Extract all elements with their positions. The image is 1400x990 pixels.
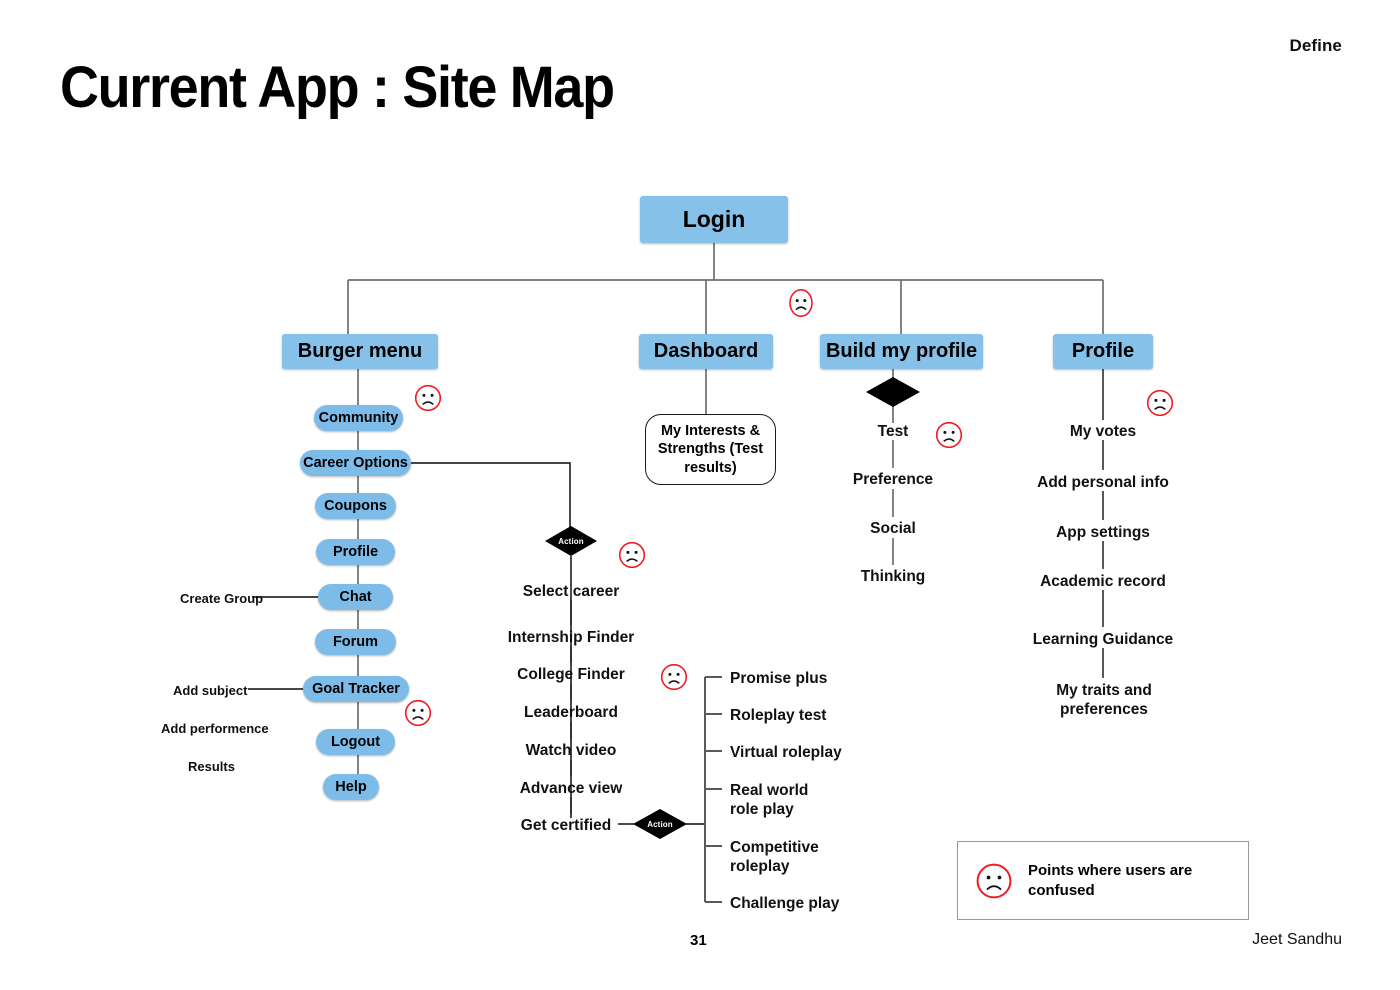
sad-face-icon xyxy=(1145,388,1175,418)
node-login[interactable]: Login xyxy=(640,196,788,243)
sad-face-icon xyxy=(786,288,816,318)
node-dashboard[interactable]: Dashboard xyxy=(639,334,773,369)
label-advance-view: Advance view xyxy=(519,780,623,797)
label-add-personal-info: Add personal info xyxy=(1037,474,1169,491)
label-promise-plus: Promise plus xyxy=(730,670,828,687)
page-title: Current App : Site Map xyxy=(60,55,615,120)
side-label-add-subject: Add subject xyxy=(173,683,248,698)
action-diamond-build-profile[interactable]: Action xyxy=(866,377,920,407)
section-label: Define xyxy=(1289,36,1342,55)
sad-face-icon xyxy=(617,540,647,570)
callout-my-interests-strengths: My Interests & Strengths (Test results) xyxy=(645,414,776,485)
side-label-results: Results xyxy=(188,759,235,774)
action-diamond-career[interactable]: Action xyxy=(545,526,597,556)
label-virtual-roleplay: Virtual roleplay xyxy=(730,744,842,761)
sad-face-icon xyxy=(413,383,443,413)
label-leaderboard: Leaderboard xyxy=(524,704,618,721)
author-name: Jeet Sandhu xyxy=(1252,931,1342,948)
pill-logout[interactable]: Logout xyxy=(316,729,395,755)
sad-face-icon xyxy=(974,861,1014,901)
diamond-label: Action xyxy=(558,536,584,546)
label-thinking: Thinking xyxy=(860,568,926,585)
label-real-world-role-play: Real world role play xyxy=(730,782,809,819)
action-diamond-get-certified[interactable]: Action xyxy=(633,809,687,839)
pill-help[interactable]: Help xyxy=(323,774,379,800)
node-profile[interactable]: Profile xyxy=(1053,334,1153,369)
node-burger-menu[interactable]: Burger menu xyxy=(282,334,438,369)
pill-forum[interactable]: Forum xyxy=(315,629,396,655)
label-social: Social xyxy=(870,520,916,537)
pill-coupons[interactable]: Coupons xyxy=(315,493,396,519)
sad-face-icon xyxy=(403,698,433,728)
pill-chat[interactable]: Chat xyxy=(318,584,393,610)
label-get-certified: Get certified xyxy=(520,817,612,834)
pill-goal-tracker[interactable]: Goal Tracker xyxy=(303,676,409,702)
label-college-finder: College Finder xyxy=(517,666,625,683)
node-build-my-profile[interactable]: Build my profile xyxy=(820,334,983,369)
sad-face-icon xyxy=(934,420,964,450)
label-test: Test xyxy=(877,423,909,440)
label-internship-finder: Internship Finder xyxy=(507,629,635,646)
label-learning-guidance: Learning Guidance xyxy=(1032,631,1174,648)
pill-community[interactable]: Community xyxy=(314,405,403,431)
diamond-shape xyxy=(866,377,920,407)
label-watch-video: Watch video xyxy=(525,742,617,759)
label-app-settings: App settings xyxy=(1056,524,1150,541)
label-my-traits-and-preferences: My traits and preferences xyxy=(1056,682,1152,719)
legend-box: Points where users are confused xyxy=(957,841,1249,920)
diamond-label: Action xyxy=(647,819,673,829)
pill-profile[interactable]: Profile xyxy=(316,539,395,565)
legend-label: Points where users are confused xyxy=(1028,862,1193,899)
side-label-add-performence: Add performence xyxy=(161,721,269,736)
sad-face-icon xyxy=(659,662,689,692)
label-select-career: Select career xyxy=(522,583,620,600)
side-label-create-group: Create Group xyxy=(180,591,264,606)
page-number: 31 xyxy=(690,932,707,949)
pill-career-options[interactable]: Career Options xyxy=(300,450,411,476)
label-challenge-play: Challenge play xyxy=(730,895,840,912)
label-competitive-roleplay: Competitive roleplay xyxy=(730,839,819,876)
label-academic-record: Academic record xyxy=(1040,573,1166,590)
label-roleplay-test: Roleplay test xyxy=(730,707,827,724)
label-my-votes: My votes xyxy=(1069,423,1137,440)
label-preference: Preference xyxy=(852,471,934,488)
